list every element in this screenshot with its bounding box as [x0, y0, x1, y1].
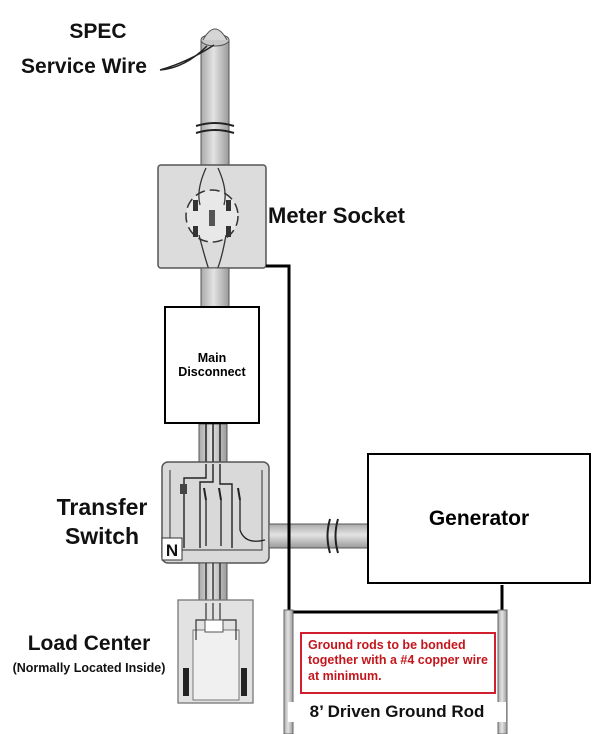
main-disconnect-box: Main Disconnect	[164, 306, 260, 424]
load-center-panel	[177, 599, 254, 704]
neutral-mark: N	[166, 541, 178, 560]
service-wire-leader	[159, 44, 215, 71]
ground-rod-left	[283, 609, 294, 734]
load-center-note: (Normally Located Inside)	[12, 661, 166, 675]
transfer-switch	[161, 461, 270, 564]
ground-rod-right	[497, 609, 508, 734]
ground-conductor	[266, 264, 291, 612]
service-mast-conduit	[195, 28, 235, 169]
meter-socket-label: Meter Socket	[268, 203, 405, 228]
generator-label: Generator	[428, 506, 530, 530]
conduit-transfer-to-load	[198, 562, 228, 604]
ground-rod-label: 8’ Driven Ground Rod	[288, 702, 506, 722]
conduit-meter-to-disconnect	[200, 267, 230, 309]
ground-note-text: Ground rods to be bonded together with a…	[308, 638, 488, 683]
main-disconnect-label-line2: Disconnect	[178, 365, 246, 379]
generator-feed-conduit	[268, 518, 370, 554]
meter-socket	[157, 164, 267, 271]
generator-box: Generator	[367, 453, 591, 584]
transfer-switch-label-line2: Switch	[64, 523, 140, 549]
ground-note-box: Ground rods to be bonded together with a…	[300, 632, 496, 694]
service-wire-label-line1: SPEC	[69, 20, 127, 43]
service-wire-label-line2: Service Wire	[21, 55, 147, 78]
load-center-label: Load Center	[27, 632, 151, 655]
conduit-disconnect-to-transfer	[198, 423, 228, 465]
transfer-switch-label-line1: Transfer	[56, 494, 148, 520]
main-disconnect-label-line1: Main	[197, 351, 227, 365]
